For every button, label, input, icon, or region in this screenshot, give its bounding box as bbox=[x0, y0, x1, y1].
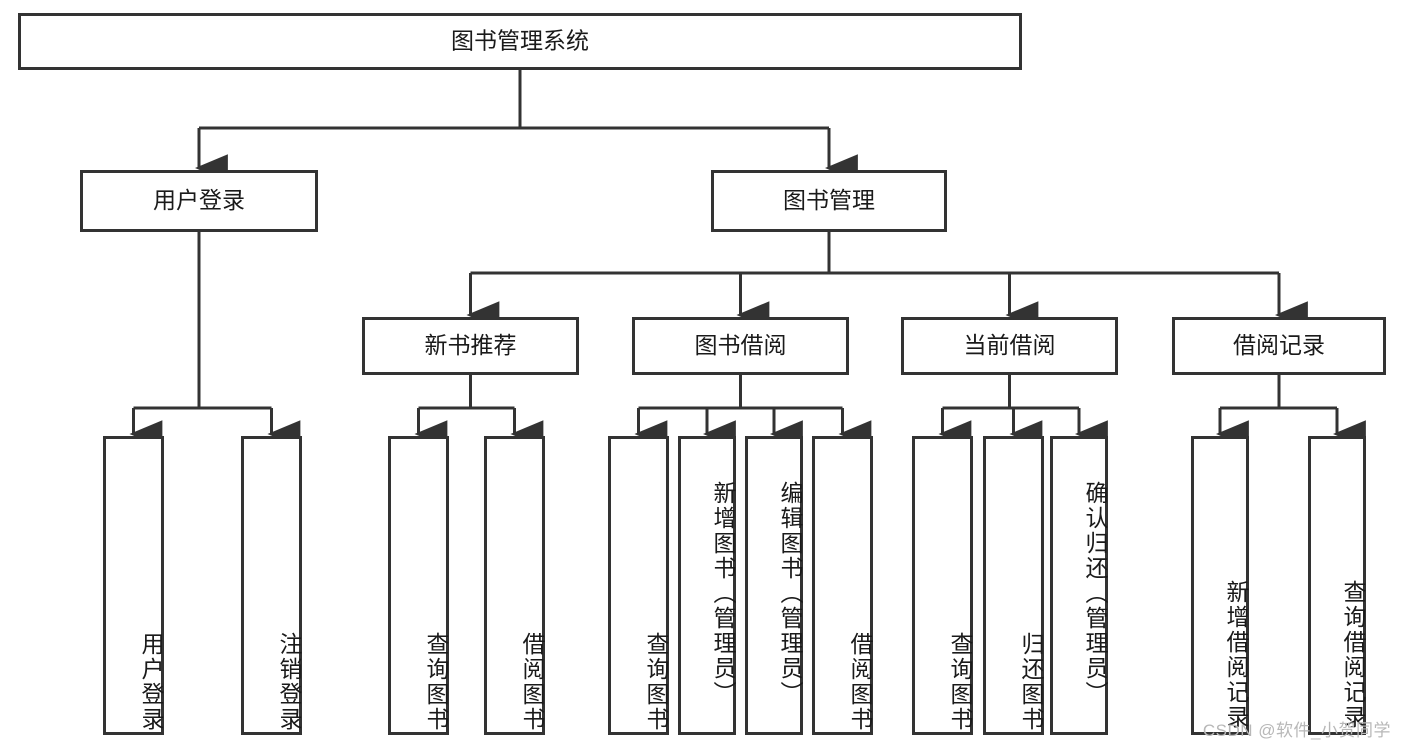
node-box bbox=[812, 436, 873, 735]
node-box bbox=[1308, 436, 1366, 735]
node-leaf-borrow-book-brw[interactable] bbox=[812, 436, 873, 735]
node-leaf-query-book-cur[interactable] bbox=[912, 436, 973, 735]
node-box bbox=[1191, 436, 1249, 735]
node-box bbox=[18, 13, 1022, 70]
node-leaf-query-record[interactable] bbox=[1308, 436, 1366, 735]
node-box bbox=[103, 436, 164, 735]
node-label-new-book-recommend: 新书推荐 bbox=[425, 332, 517, 358]
node-box bbox=[388, 436, 449, 735]
node-leaf-query-book-brw[interactable] bbox=[608, 436, 669, 735]
node-label-book-borrow: 图书借阅 bbox=[695, 332, 787, 358]
node-root[interactable] bbox=[18, 13, 1022, 70]
node-leaf-confirm-return[interactable] bbox=[1050, 436, 1108, 735]
connectors-layer bbox=[129, 70, 1366, 448]
node-box bbox=[362, 317, 579, 375]
node-box bbox=[901, 317, 1118, 375]
node-box bbox=[912, 436, 973, 735]
node-leaf-edit-book[interactable] bbox=[745, 436, 803, 735]
node-borrow-record[interactable] bbox=[1172, 317, 1386, 375]
node-box bbox=[1172, 317, 1386, 375]
node-box bbox=[678, 436, 736, 735]
node-leaf-add-book[interactable] bbox=[678, 436, 736, 735]
node-box bbox=[608, 436, 669, 735]
node-book-borrow[interactable] bbox=[632, 317, 849, 375]
node-label-book-manage: 图书管理 bbox=[783, 187, 875, 213]
node-box bbox=[983, 436, 1044, 735]
node-box bbox=[1050, 436, 1108, 735]
node-label-current-borrow: 当前借阅 bbox=[964, 332, 1056, 358]
node-label-borrow-record: 借阅记录 bbox=[1233, 332, 1325, 358]
node-book-manage[interactable] bbox=[711, 170, 947, 232]
watermark-label: CSDN @软件_小贺同学 bbox=[1202, 721, 1391, 740]
node-leaf-return-book[interactable] bbox=[983, 436, 1044, 735]
node-label-root: 图书管理系统 bbox=[451, 28, 589, 54]
node-box bbox=[80, 170, 318, 232]
node-box bbox=[632, 317, 849, 375]
node-current-borrow[interactable] bbox=[901, 317, 1118, 375]
node-box bbox=[241, 436, 302, 735]
node-leaf-add-record[interactable] bbox=[1191, 436, 1249, 735]
node-box bbox=[711, 170, 947, 232]
node-leaf-user-login[interactable] bbox=[103, 436, 164, 735]
node-box bbox=[745, 436, 803, 735]
node-leaf-borrow-book-rec[interactable] bbox=[484, 436, 545, 735]
node-leaf-query-book-rec[interactable] bbox=[388, 436, 449, 735]
node-leaf-logout[interactable] bbox=[241, 436, 302, 735]
node-new-book-recommend[interactable] bbox=[362, 317, 579, 375]
node-user-login[interactable] bbox=[80, 170, 318, 232]
node-label-user-login: 用户登录 bbox=[153, 187, 245, 213]
node-box bbox=[484, 436, 545, 735]
